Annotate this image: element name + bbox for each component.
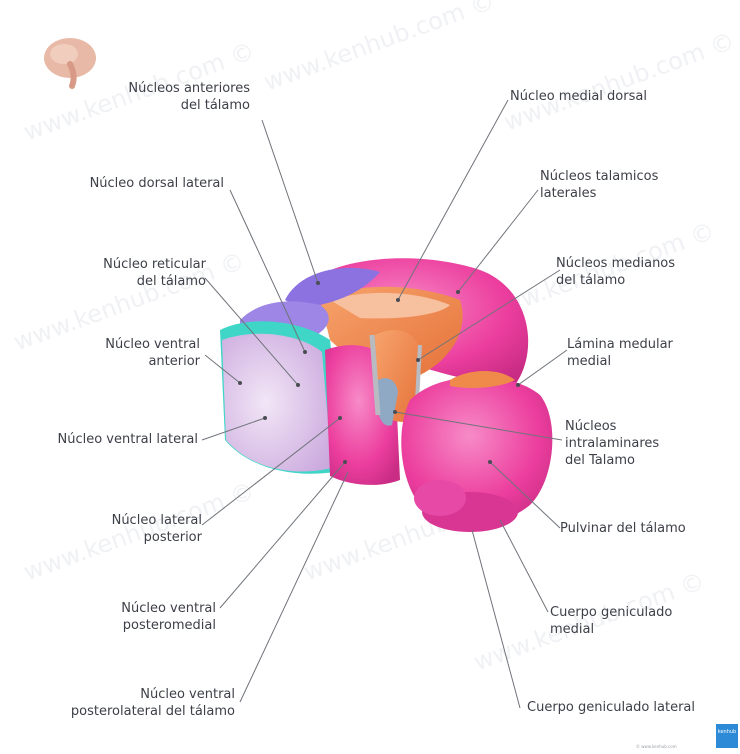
label-nucleos-anteriores: Núcleos anteriores del tálamo: [128, 80, 250, 114]
label-cuerpo-geniculado-lateral: Cuerpo geniculado lateral: [527, 699, 695, 716]
label-nucleo-reticular: Núcleo reticular del tálamo: [103, 256, 206, 290]
label-nucleos-intralaminares: Núcleos intralaminares del Talamo: [565, 418, 659, 469]
copyright-text: © www.kenhub.com: [636, 744, 677, 749]
label-nucleo-ventral-posteromedial: Núcleo ventral posteromedial: [121, 600, 216, 634]
label-nucleo-lateral-posterior: Núcleo lateral posterior: [112, 512, 202, 546]
label-nucleo-medial-dorsal: Núcleo medial dorsal: [510, 88, 647, 105]
ventral-face: [222, 334, 332, 472]
kenhub-logo: kenhub: [716, 724, 738, 748]
label-nucleo-ventral-lateral: Núcleo ventral lateral: [58, 431, 199, 448]
label-lamina-medular-medial: Lámina medular medial: [567, 336, 673, 370]
label-nucleo-ventral-anterior: Núcleo ventral anterior: [105, 336, 200, 370]
label-nucleo-ventral-posterolateral: Núcleo ventral posterolateral del tálamo: [71, 686, 235, 720]
label-nucleos-talamicos-laterales: Núcleos talamicos laterales: [540, 168, 658, 202]
label-pulvinar: Pulvinar del tálamo: [560, 520, 686, 537]
brain-orientation-icon: [44, 38, 96, 86]
label-nucleo-dorsal-lateral: Núcleo dorsal lateral: [90, 175, 224, 192]
label-cuerpo-geniculado-medial: Cuerpo geniculado medial: [550, 604, 672, 638]
label-nucleos-medianos: Núcleos medianos del tálamo: [556, 255, 675, 289]
